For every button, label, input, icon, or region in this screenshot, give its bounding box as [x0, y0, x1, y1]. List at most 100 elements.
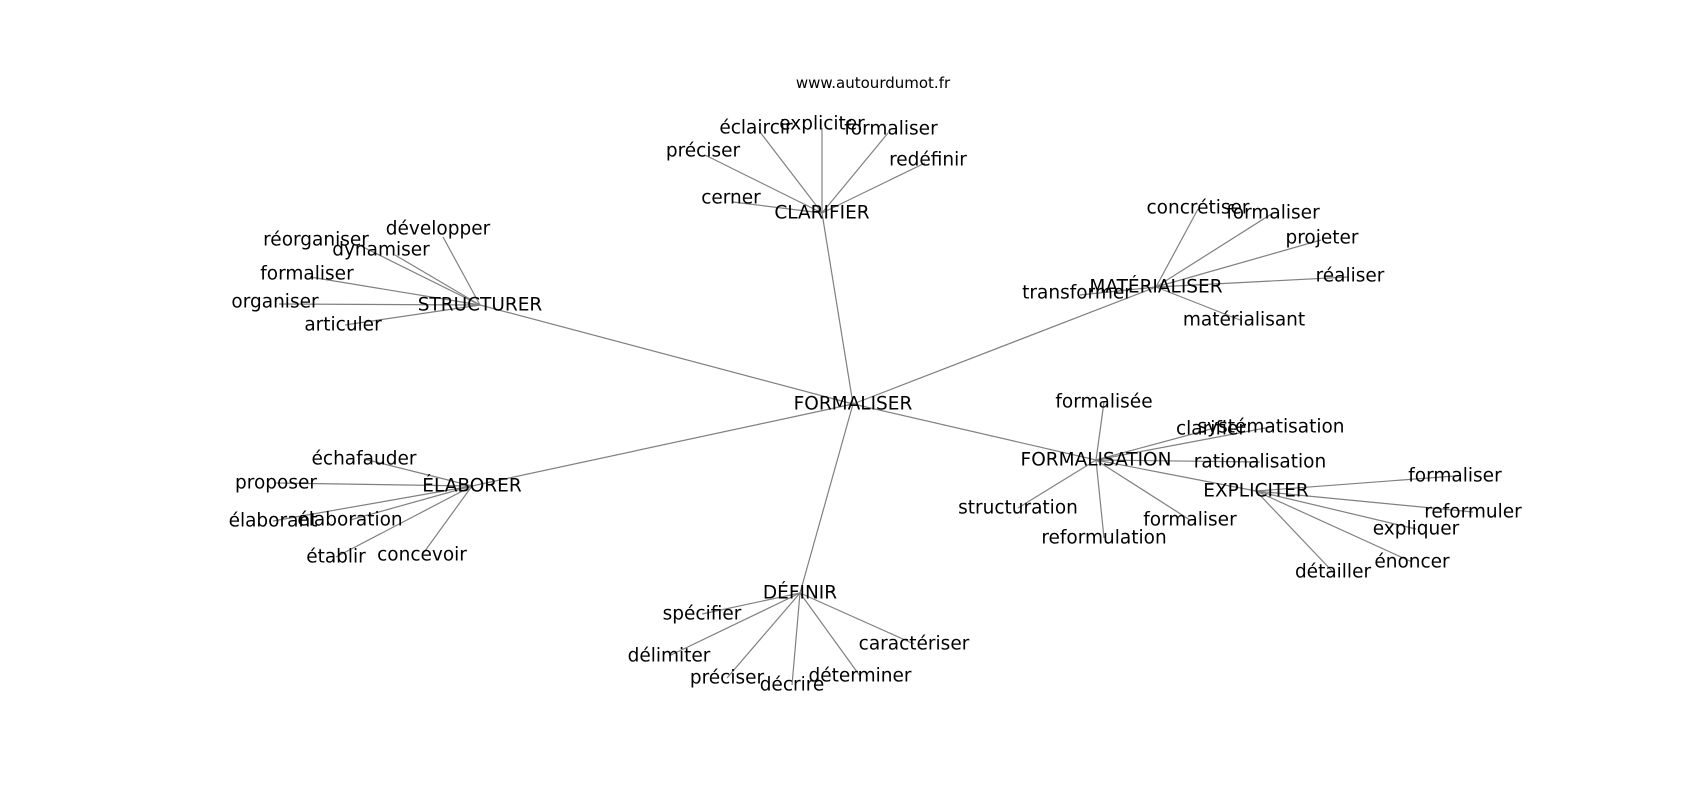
hub-label-structurer: STRUCTURER	[418, 295, 543, 316]
edge-formalisation-leaf-0	[1095, 401, 1105, 461]
leaf-label-definir-2: préciser	[690, 668, 765, 689]
edge-elaborer-leaf-5	[421, 485, 473, 556]
edge-definir-leaf-3	[791, 592, 801, 686]
edge-clarifier-leaf-0	[732, 201, 823, 214]
leaf-label-clarifier-0: cerner	[701, 188, 761, 209]
edge-definir-leaf-2	[726, 592, 801, 679]
leaf-label-materialiser-1: formaliser	[1226, 203, 1320, 224]
edge-center-structurer	[479, 304, 854, 405]
leaf-label-elaborer-0: échafauder	[312, 449, 417, 470]
leaf-label-definir-3: décrire	[760, 675, 825, 696]
leaf-label-elaborer-1: proposer	[235, 473, 317, 494]
edge-expliciter-leaf-0	[1255, 475, 1456, 492]
edge-materialiser-leaf-4	[1079, 286, 1157, 296]
edge-formalisation-leaf-4	[1017, 459, 1097, 509]
edge-formalisation-leaf-2	[1095, 426, 1272, 461]
leaf-label-formalisation-5: reformulation	[1041, 528, 1166, 549]
leaf-label-expliciter-1: reformuler	[1424, 502, 1522, 523]
leaf-label-structurer-3: formaliser	[260, 264, 354, 285]
center-label: FORMALISER	[794, 394, 913, 415]
edge-elaborer-leaf-4	[335, 485, 473, 558]
leaf-label-materialiser-3: réaliser	[1316, 266, 1385, 287]
graph-labels: cernerpréciseréclaircirexpliciterformali…	[229, 114, 1523, 696]
leaf-label-materialiser-5: matérialisant	[1183, 310, 1305, 331]
leaf-label-expliciter-2: expliquer	[1373, 519, 1460, 540]
leaf-label-structurer-0: développer	[386, 219, 491, 240]
graph-edges	[272, 128, 1474, 686]
edge-elaborer-leaf-0	[363, 458, 473, 487]
edge-elaborer-leaf-2	[272, 485, 473, 522]
edge-structurer-leaf-3	[309, 276, 481, 306]
edge-expliciter-leaf-1	[1255, 490, 1474, 513]
leaf-label-formalisation-4: structuration	[958, 498, 1078, 519]
edge-expliciter-leaf-3	[1255, 490, 1413, 563]
leaf-label-definir-5: caractériser	[859, 634, 970, 655]
hub-label-elaborer: ÉLABORER	[422, 475, 522, 497]
leaf-label-clarifier-5: redéfinir	[889, 150, 967, 171]
hub-label-definir: DÉFINIR	[763, 582, 837, 604]
hub-label-clarifier: CLARIFIER	[774, 203, 869, 224]
leaf-label-clarifier-2: éclaircir	[719, 118, 793, 139]
leaf-label-clarifier-1: préciser	[666, 141, 741, 162]
leaf-label-materialiser-2: projeter	[1285, 228, 1358, 249]
leaf-label-expliciter-0: formaliser	[1408, 466, 1502, 487]
edge-formalisation-leaf-1	[1095, 428, 1212, 461]
leaf-label-formalisation-0: formalisée	[1055, 392, 1152, 413]
edge-center-clarifier	[821, 212, 854, 405]
leaf-label-structurer-4: organiser	[231, 292, 319, 313]
hub-label-formalisation: FORMALISATION	[1021, 450, 1172, 471]
edge-formalisation-leaf-6	[1095, 459, 1191, 521]
leaf-label-definir-0: spécifier	[663, 604, 742, 625]
leaf-label-materialiser-4: transformer	[1022, 283, 1132, 304]
edge-expliciter-leaf-2	[1255, 490, 1417, 530]
leaf-label-elaborer-3: élaboration	[297, 510, 402, 531]
leaf-label-structurer-1: réorganiser	[263, 230, 369, 251]
edge-elaborer-leaf-1	[275, 482, 473, 487]
edge-structurer-leaf-1	[358, 244, 481, 306]
edge-structurer-leaf-5	[344, 304, 481, 326]
edge-center-formalisation	[852, 403, 1097, 461]
leaf-label-definir-1: délimiter	[628, 646, 711, 667]
edge-materialiser-leaf-1	[1155, 212, 1274, 288]
edge-definir-leaf-4	[799, 592, 861, 677]
leaf-label-formalisation-6: formaliser	[1143, 510, 1237, 531]
leaf-label-elaborer-5: concevoir	[377, 545, 467, 566]
leaf-label-clarifier-4: formaliser	[844, 119, 938, 140]
edge-clarifier-leaf-2	[759, 131, 823, 214]
leaf-label-materialiser-0: concrétiser	[1147, 198, 1250, 219]
edge-clarifier-leaf-4	[821, 132, 889, 214]
edge-formalisation-leaf-3	[1095, 459, 1261, 463]
site-label: www.autourdumot.fr	[796, 74, 951, 92]
edge-materialiser-leaf-2	[1155, 239, 1322, 288]
edge-center-materialiser	[852, 286, 1157, 405]
leaf-label-structurer-2: dynamiser	[332, 240, 430, 261]
edge-materialiser-leaf-0	[1155, 208, 1199, 288]
edge-definir-leaf-5	[799, 592, 915, 645]
hub-label-materialiser: MATÉRIALISER	[1089, 276, 1222, 298]
leaf-label-expliciter-3: énoncer	[1374, 552, 1450, 573]
edge-center-definir	[799, 403, 854, 594]
edge-expliciter-leaf-4	[1255, 490, 1334, 573]
edge-formalisation-leaf-5	[1095, 459, 1105, 539]
edge-definir-leaf-0	[701, 592, 801, 615]
edge-structurer-leaf-4	[278, 303, 481, 306]
leaf-label-formalisation-1: clarifier	[1176, 419, 1246, 440]
leaf-label-definir-4: déterminer	[809, 666, 912, 687]
edge-elaborer-leaf-3	[349, 485, 473, 521]
leaf-label-formalisation-3: rationalisation	[1194, 452, 1326, 473]
leaf-label-expliciter-4: détailler	[1295, 562, 1372, 583]
hub-label-expliciter: EXPLICITER	[1203, 481, 1309, 502]
edge-center-elaborer	[471, 403, 854, 487]
edge-structurer-leaf-2	[394, 254, 481, 306]
leaf-label-structurer-5: articuler	[304, 315, 382, 336]
edge-materialiser-leaf-5	[1155, 286, 1241, 321]
edge-clarifier-leaf-5	[821, 162, 926, 214]
edge-materialiser-leaf-3	[1155, 276, 1349, 288]
leaf-label-clarifier-3: expliciter	[779, 114, 865, 135]
edge-formalisation-expliciter	[1095, 459, 1257, 492]
leaf-label-formalisation-2: systématisation	[1197, 417, 1344, 438]
leaf-label-elaborer-2: élaborant	[229, 511, 318, 532]
edge-definir-leaf-1	[668, 592, 801, 657]
edge-structurer-leaf-0	[442, 236, 481, 306]
